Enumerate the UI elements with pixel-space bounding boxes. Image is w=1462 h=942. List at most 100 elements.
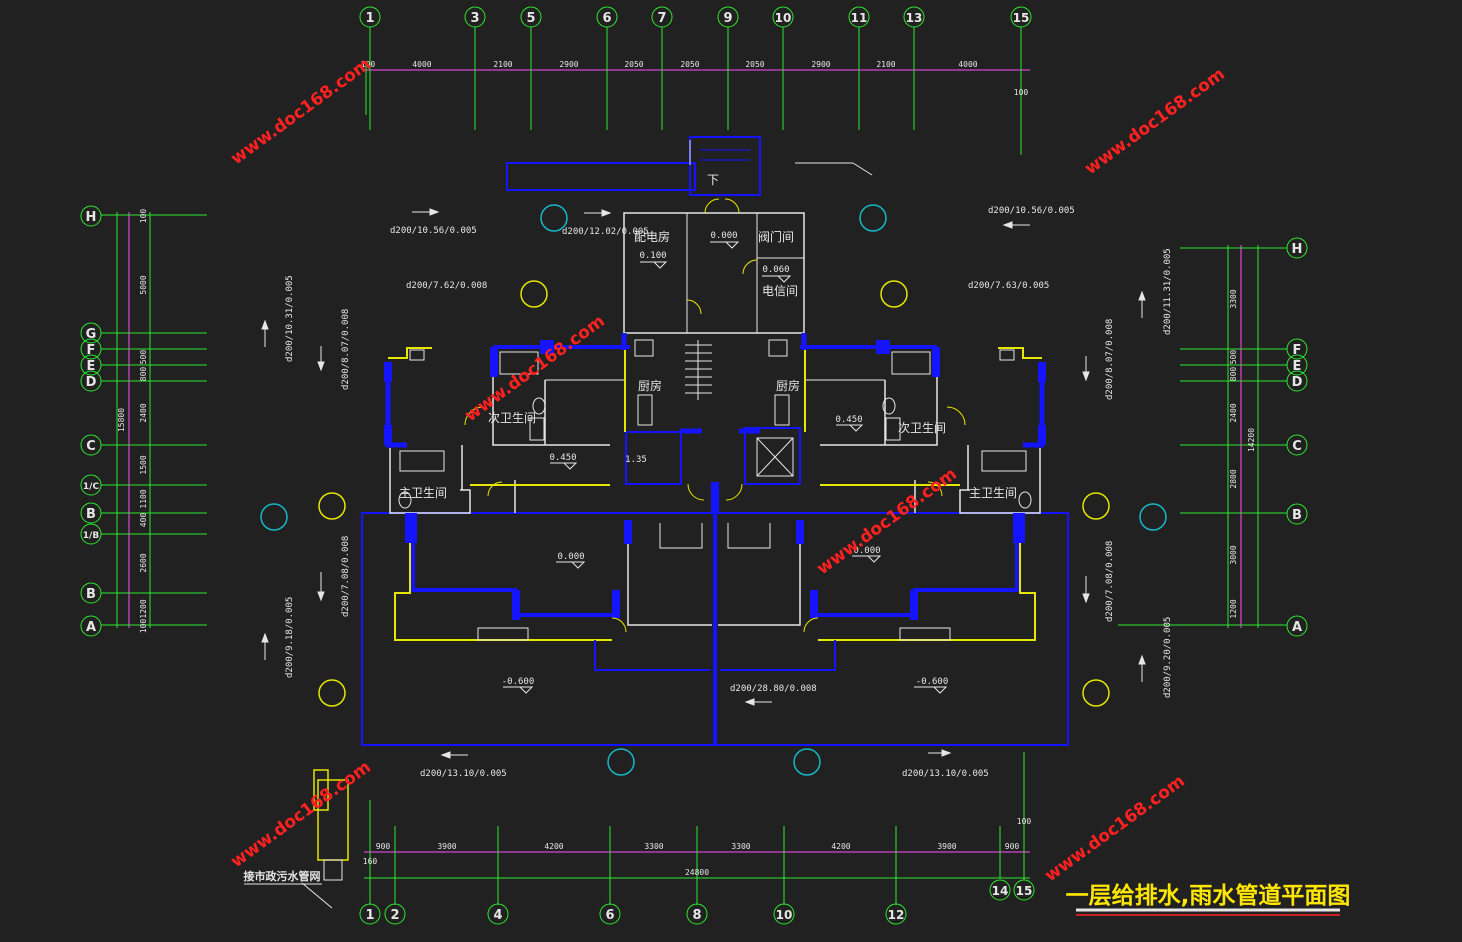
level-value: 0.000 (710, 231, 737, 241)
pipe-label: d200/12.02/0.005 (562, 227, 649, 237)
axis-bubble-top (717, 6, 739, 28)
axis-label-top: 3 (470, 11, 479, 26)
axis-label-left: G (86, 327, 97, 342)
axis-bubble-bottom (384, 903, 406, 925)
axis-bubble-bottom (1013, 879, 1035, 901)
bottom-grid: 1 2 4 6 8 10 12 14 15 900 3900 4200 3300… (359, 752, 1035, 925)
axis-label-right: E (1293, 359, 1302, 374)
dim-text: 3300 (644, 842, 663, 851)
watermark: www.doc168.com (813, 464, 961, 579)
room-label-bath2: 次卫生间 (488, 411, 536, 425)
axis-bubble-bottom (773, 903, 795, 925)
axis-bubble-top (1010, 6, 1032, 28)
axis-bubble-bottom (989, 879, 1011, 901)
room-label-telecom: 电信间 (762, 284, 798, 298)
dim-text-total: 24800 (685, 868, 709, 877)
axis-label-top: 10 (775, 11, 792, 25)
axis-label-bottom: 6 (605, 908, 614, 923)
axis-bubble-top (596, 6, 618, 28)
pipe-label: d200/7.62/0.008 (406, 281, 487, 291)
axis-label-bottom: 14 (992, 884, 1009, 898)
axis-bubble-top (651, 6, 673, 28)
pipe-label: d200/7.08/0.008 (1105, 541, 1115, 622)
axis-label-bottom: 4 (493, 908, 502, 923)
title-text: 一层给排水,雨水管道平面图 (1066, 882, 1351, 909)
dim-text: 3300 (731, 842, 750, 851)
dim-text: 2400 (139, 403, 148, 422)
room-label-kitchen: 厨房 (776, 378, 800, 393)
axis-label-bottom: 12 (888, 908, 905, 922)
pipe-label: d200/9.20/0.005 (1163, 617, 1173, 698)
dim-text: 100 (1017, 817, 1032, 826)
watermark: www.doc168.com (1081, 64, 1229, 179)
pipe-label: d200/10.56/0.005 (390, 226, 477, 236)
axis-label-top: 9 (723, 11, 732, 26)
axis-label-left: B (86, 507, 96, 522)
pipe-label: d200/8.07/0.008 (341, 309, 351, 390)
axis-label-top: 13 (906, 11, 923, 25)
axis-bubble-top (520, 6, 542, 28)
axis-label-left: D (86, 375, 97, 390)
axis-label-right: B (1292, 508, 1302, 523)
building-walls (361, 136, 1069, 746)
dim-text-total: 15800 (117, 408, 126, 432)
axis-label-bottom: 15 (1016, 884, 1033, 898)
axis-bubble-top (848, 6, 870, 28)
pipe-label: d200/7.08/0.008 (341, 536, 351, 617)
dim-text: 2050 (624, 60, 643, 69)
dim-text: 4000 (958, 60, 977, 69)
dim-text: 1100 (139, 489, 148, 508)
dim-text: 4200 (831, 842, 850, 851)
axis-label-left: E (87, 359, 96, 374)
watermarks: www.doc168.com www.doc168.com www.doc168… (227, 54, 1229, 886)
dim-text: 1200 (139, 599, 148, 618)
dim-text: 2900 (811, 60, 830, 69)
downpipe-markers (260, 204, 1167, 776)
dim-text: 5000 (139, 275, 148, 294)
level-value: 1.35 (625, 455, 647, 465)
axis-bubble-bottom (885, 903, 907, 925)
level-value: 0.450 (549, 453, 576, 463)
dim-text: 2800 (1229, 469, 1238, 488)
dim-text: 2050 (680, 60, 699, 69)
axis-label-bottom: 2 (390, 908, 399, 923)
pipe-label: d200/9.18/0.005 (285, 597, 295, 678)
axis-label-left: A (86, 620, 96, 635)
dim-text: 1500 (139, 455, 148, 474)
dim-text: 2600 (139, 553, 148, 572)
dim-text: 100 (361, 60, 376, 69)
pipe-label: d200/8.07/0.008 (1105, 319, 1115, 400)
flow-arrows (261, 208, 1146, 759)
dim-text: 3000 (1229, 545, 1238, 564)
level-value: 0.000 (557, 552, 584, 562)
watermark: www.doc168.com (461, 311, 609, 426)
dim-text: 4200 (544, 842, 563, 851)
sewer-outlet: 接市政污水管网 (244, 769, 349, 909)
left-grid: H G F E D C 1/C B 1/B B A 100 5000 800 5… (80, 205, 207, 637)
drawing-title: 一层给排水,雨水管道平面图 (1066, 882, 1351, 916)
axis-label-top: 5 (526, 11, 535, 26)
level-value: 0.000 (853, 546, 880, 556)
room-label-bath1: 主卫生间 (969, 486, 1017, 500)
room-label-valve: 阀门间 (758, 229, 794, 244)
pipe-label: d200/28.80/0.008 (730, 684, 817, 694)
axis-label-left: 1/B (83, 531, 100, 541)
axis-label-left: B (86, 587, 96, 602)
pipe-label: d200/7.63/0.005 (968, 281, 1049, 291)
axis-label-top: 6 (602, 11, 611, 26)
room-label-bath1: 主卫生间 (399, 486, 447, 500)
pipe-annotations: d200/10.56/0.005 d200/12.02/0.005 d200/1… (285, 206, 1173, 779)
dim-text: 100 (1014, 88, 1029, 97)
axis-bubble-bottom (599, 903, 621, 925)
dim-text: 3900 (937, 842, 956, 851)
dim-text: 3300 (1229, 289, 1238, 308)
axis-label-left: 1/C (83, 482, 100, 492)
dim-text: 2100 (876, 60, 895, 69)
dim-text: 160 (363, 857, 378, 866)
axis-label-right: C (1292, 439, 1302, 454)
axis-label-top: 11 (851, 11, 868, 25)
pipe-label: d200/10.31/0.005 (285, 275, 295, 362)
axis-label-left: F (87, 343, 96, 358)
